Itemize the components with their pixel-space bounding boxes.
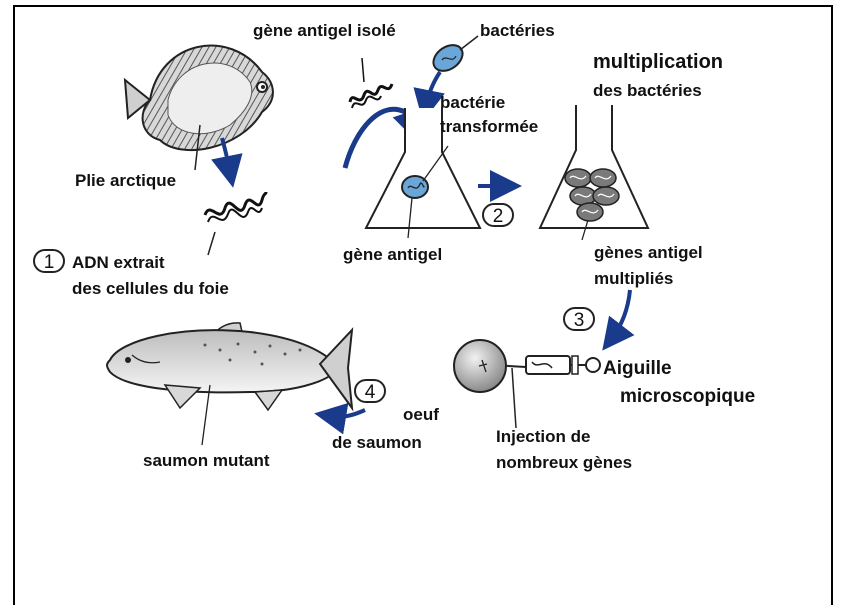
arrow-to-salmon	[330, 410, 365, 417]
isolated-gene-coil-icon	[350, 58, 392, 108]
step-number-2: 2	[493, 206, 504, 227]
bacteria-icon	[429, 36, 478, 76]
step-number-4: 4	[365, 382, 376, 403]
egg-icon	[454, 340, 506, 392]
step-badge-3: 3	[564, 308, 594, 331]
label-plie-arctique: Plie arctique	[75, 171, 176, 190]
label-multiplication-1: multiplication	[593, 51, 723, 73]
step-number-1: 1	[44, 252, 55, 273]
label-bacteries: bactéries	[480, 21, 555, 40]
label-genes-multiplies-2: multipliés	[594, 269, 673, 288]
label-gene-antigel: gène antigel	[343, 245, 442, 264]
label-saumon-mutant: saumon mutant	[143, 451, 270, 470]
arrow-bacteria-to-flask	[426, 72, 440, 106]
label-injection-2: nombreux gènes	[496, 453, 632, 472]
step-badge-1: 1	[34, 250, 64, 273]
label-adn-2: des cellules du foie	[72, 279, 229, 298]
step-badge-2: 2	[483, 204, 513, 227]
flounder-fish-icon	[125, 46, 273, 170]
label-bacterie-transformee-1: bactérie	[440, 93, 505, 112]
salmon-fish-icon	[107, 323, 352, 445]
label-aiguille-2: microscopique	[620, 386, 755, 407]
label-gene-isole: gène antigel isolé	[253, 21, 396, 40]
label-adn-1: ADN extrait	[72, 253, 165, 272]
step-number-3: 3	[574, 310, 585, 331]
label-oeuf-1: oeuf	[403, 405, 439, 424]
label-multiplication-2: des bactéries	[593, 81, 702, 100]
label-oeuf-2: de saumon	[332, 433, 422, 452]
label-bacterie-transformee-2: transformée	[440, 117, 538, 136]
dna-coil-icon	[205, 192, 266, 255]
label-genes-multiplies-1: gènes antigel	[594, 243, 703, 262]
label-injection-1: Injection de	[496, 427, 590, 446]
flask-multiplication-icon	[540, 105, 648, 240]
arrow-injection	[612, 290, 630, 338]
label-aiguille-1: Aiguille	[603, 358, 672, 379]
step-badge-4: 4	[355, 380, 385, 403]
